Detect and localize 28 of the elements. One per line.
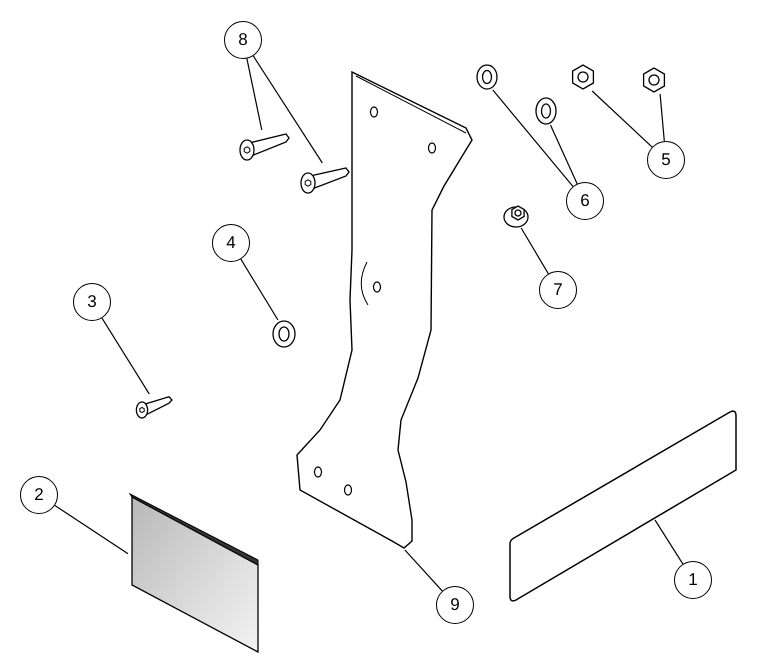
callout-number: 9	[436, 586, 474, 624]
callout-number: 6	[566, 182, 604, 220]
nut-drawing	[640, 66, 668, 94]
callout-number: 4	[212, 224, 250, 262]
callout-number: 1	[674, 561, 712, 599]
washer-drawing	[476, 64, 498, 90]
leader-line	[252, 56, 323, 164]
callout-number: 7	[539, 271, 577, 309]
plate-drawing	[508, 408, 738, 604]
leader-line	[550, 124, 578, 184]
callout-number: 2	[20, 476, 58, 514]
leader-line	[102, 318, 150, 394]
washer-drawing	[272, 320, 296, 348]
leader-line	[246, 58, 262, 130]
callout-number: 3	[73, 283, 111, 321]
callout-number: 8	[224, 21, 262, 59]
pad-drawing	[128, 492, 260, 655]
leader-line	[240, 258, 278, 320]
nut-drawing	[569, 63, 597, 91]
leader-line	[654, 520, 684, 564]
callout-number: 5	[647, 141, 685, 179]
leader-line	[660, 94, 665, 142]
leader-line	[520, 228, 549, 274]
washer-drawing	[535, 97, 557, 125]
leader-line	[54, 504, 128, 554]
leader-line	[592, 90, 653, 148]
leader-line	[492, 90, 574, 187]
leader-line	[404, 550, 443, 592]
